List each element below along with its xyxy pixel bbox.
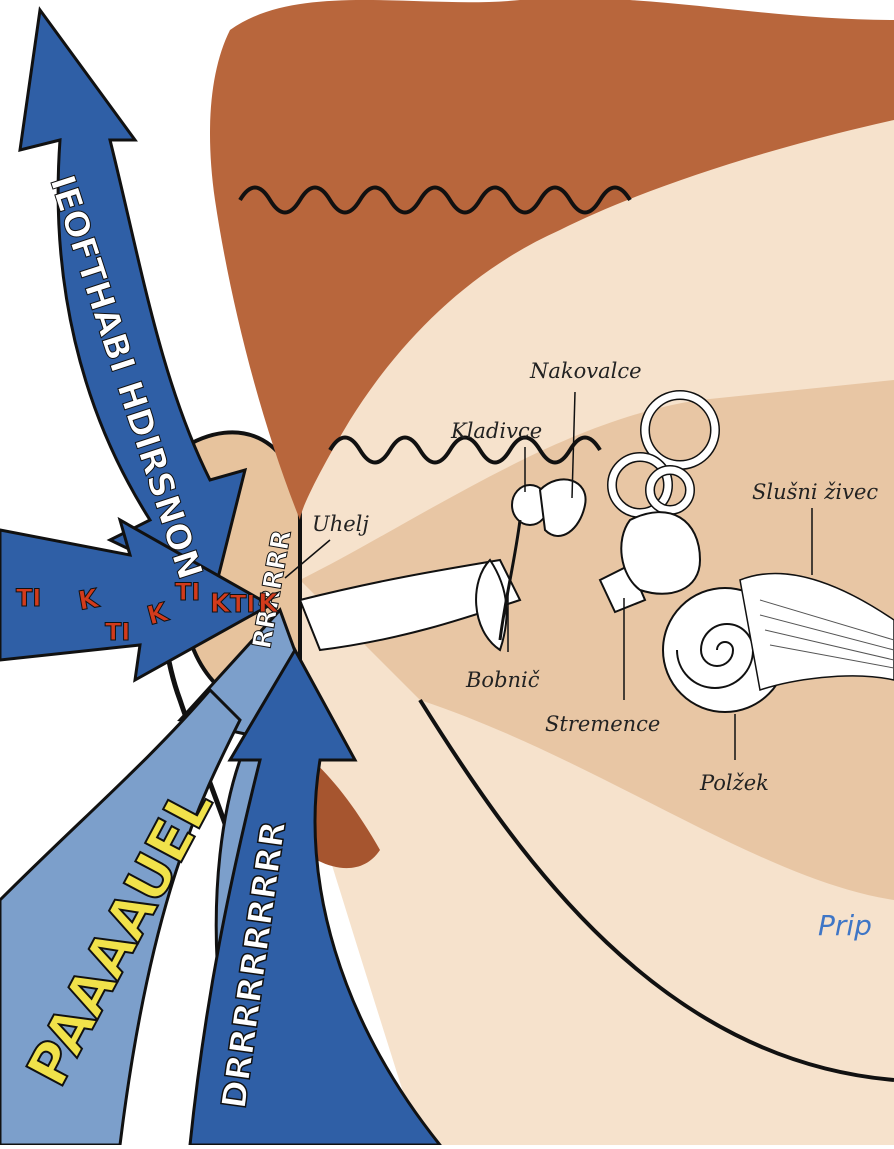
- corner-text: Prip: [818, 912, 872, 940]
- label-bobnic: Bobnič: [466, 670, 540, 691]
- label-stremence: Stremence: [545, 714, 660, 735]
- top-sound-arrow: [20, 10, 245, 590]
- tik-letter: TI: [16, 584, 41, 612]
- label-nakovalce: Nakovalce: [530, 361, 642, 382]
- tik-letter: TI: [175, 578, 200, 606]
- label-polzek: Polžek: [700, 773, 769, 794]
- tik-letter: TI: [105, 618, 130, 646]
- label-slusni-zivec: Slušni živec: [752, 482, 878, 503]
- vestibule: [621, 512, 700, 594]
- label-kladivce: Kladivce: [451, 421, 542, 442]
- tik-letter: K: [258, 589, 279, 619]
- tik-letter: K: [210, 589, 231, 619]
- label-uhelj: Uhelj: [312, 514, 369, 535]
- tik-letter: TI: [230, 590, 255, 618]
